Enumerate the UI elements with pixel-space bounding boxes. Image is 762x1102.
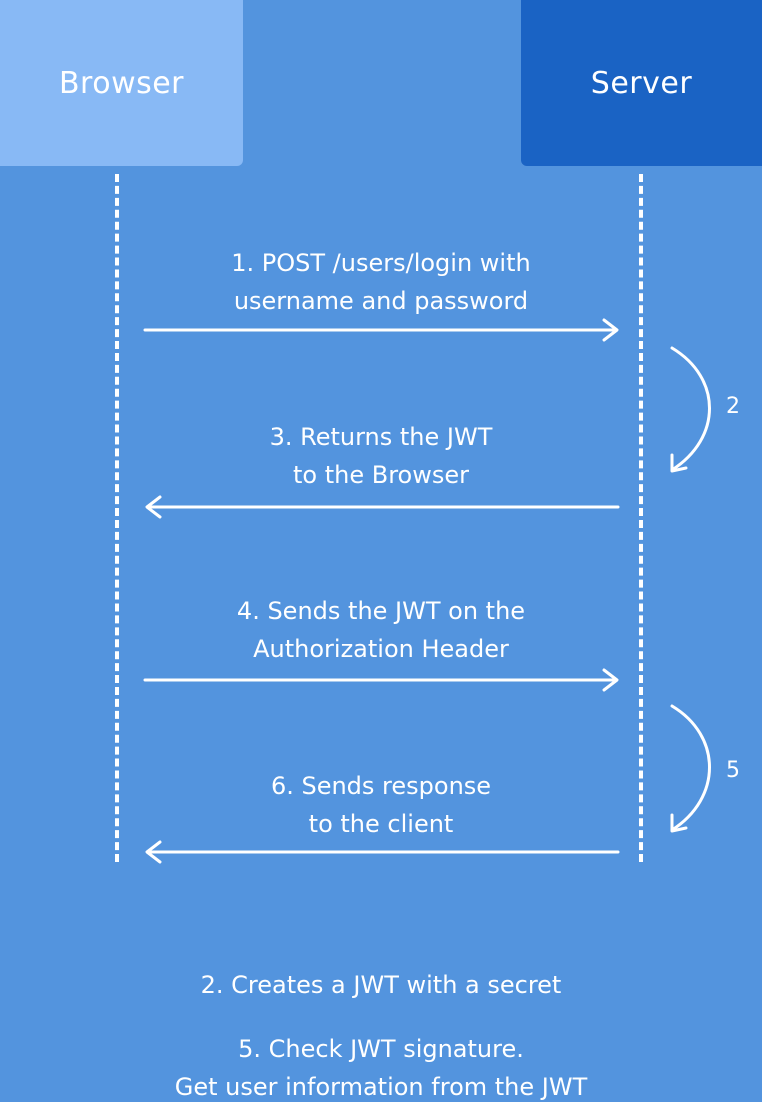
message-4-line1: 4. Sends the JWT on the — [236, 597, 526, 625]
message-3-line1: 3. Returns the JWT — [269, 423, 493, 451]
browser-actor-label: Browser — [58, 65, 185, 101]
message-arrow-6 — [145, 840, 620, 864]
message-6-line1: 6. Sends response — [270, 772, 492, 800]
self-step-2-number: 2 — [726, 394, 740, 419]
self-step-5-number: 5 — [726, 758, 740, 783]
server-lifeline — [639, 174, 643, 862]
message-1-line2: username and password — [233, 287, 529, 315]
note-step-5-line1: 5. Check JWT signature. — [238, 1035, 524, 1063]
message-3-label: 3. Returns the JWT to the Browser — [140, 418, 622, 494]
message-4-line2: Authorization Header — [253, 635, 509, 663]
message-arrow-4 — [143, 668, 619, 692]
note-step-5: 5. Check JWT signature. Get user informa… — [0, 1030, 762, 1102]
message-4-label: 4. Sends the JWT on the Authorization He… — [140, 592, 622, 668]
message-6-label: 6. Sends response to the client — [140, 767, 622, 843]
server-actor-label: Server — [590, 65, 693, 101]
note-step-5-line2: Get user information from the JWT — [174, 1073, 588, 1101]
server-actor-box: Server — [521, 0, 762, 166]
browser-lifeline — [115, 174, 119, 862]
message-arrow-1 — [143, 318, 619, 342]
message-1-label: 1. POST /users/login with username and p… — [140, 244, 622, 320]
self-arrow-2 — [670, 346, 711, 473]
browser-actor-box: Browser — [0, 0, 243, 166]
self-arrow-5 — [670, 704, 711, 833]
message-3-line2: to the Browser — [293, 461, 469, 489]
note-step-2-text: 2. Creates a JWT with a secret — [200, 971, 562, 999]
message-1-line1: 1. POST /users/login with — [231, 249, 531, 277]
note-step-2: 2. Creates a JWT with a secret — [0, 966, 762, 1004]
message-6-line2: to the client — [308, 810, 454, 838]
message-arrow-3 — [145, 495, 620, 519]
